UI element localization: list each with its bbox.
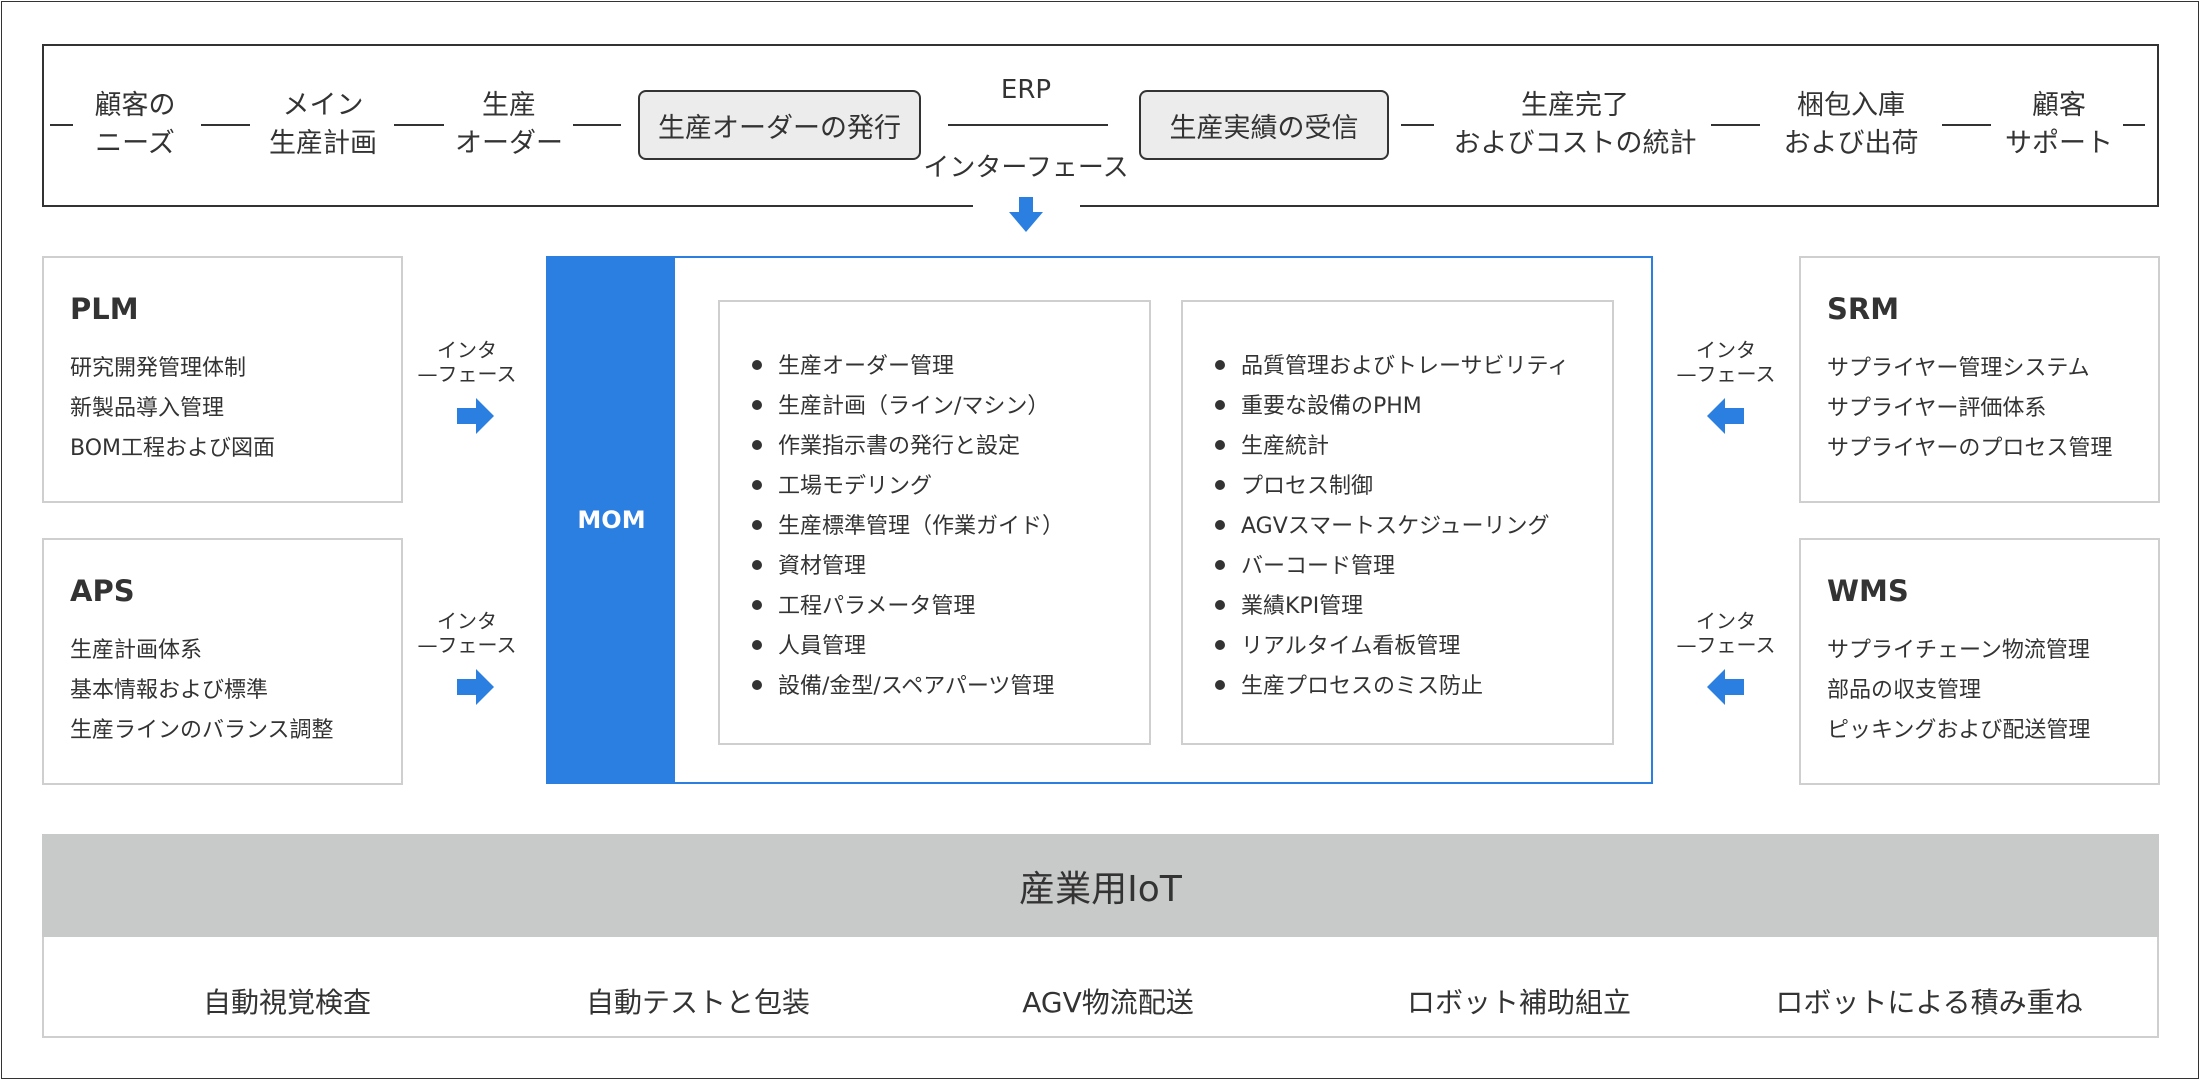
aps-item: 生産ラインのバランス調整 — [70, 718, 334, 743]
erp-box — [42, 44, 2159, 207]
flow-step-production-order: 生産 オーダー — [455, 90, 563, 159]
iot-item: 自動テストと包装 — [585, 986, 811, 1019]
mom-list-item: リアルタイム看板管理 — [1215, 628, 1460, 660]
plm-item: BOM工程および図面 — [70, 436, 276, 461]
plm-item: 研究開発管理体制 — [70, 356, 247, 381]
aps-box: APS 生産計画体系 基本情報および標準 生産ラインのバランス調整 — [42, 538, 403, 785]
srm-item: サプライヤー評価体系 — [1827, 396, 2047, 421]
interface-label-srm: インタ —フェース — [1676, 338, 1776, 386]
mom-list-item: バーコード管理 — [1215, 548, 1395, 580]
mom-list-item: プロセス制御 — [1215, 468, 1373, 500]
mom-title: MOM — [548, 258, 675, 782]
mom-list-item: 生産プロセスのミス防止 — [1215, 668, 1483, 700]
mom-list-item: 作業指示書の発行と設定 — [752, 428, 1020, 460]
mom-list-item: 工程パラメータ管理 — [752, 588, 975, 620]
flow-step-completion-cost: 生産完了 およびコストの統計 — [1453, 90, 1697, 159]
wms-item: 部品の収支管理 — [1827, 678, 1982, 703]
mom-list-item: 業績KPI管理 — [1215, 588, 1363, 620]
issue-order-box: 生産オーダーの発行 — [638, 90, 921, 160]
interface-label-plm: インタ —フェース — [417, 338, 517, 386]
erp-label: ERP — [1000, 75, 1052, 105]
mom-list-item: 設備/金型/スペアパーツ管理 — [752, 668, 1054, 700]
srm-box: SRM サプライヤー管理システム サプライヤー評価体系 サプライヤーのプロセス管… — [1799, 256, 2160, 503]
flow-step-main-production-plan: メイン 生産計画 — [269, 90, 377, 159]
iot-item: ロボット補助組立 — [1406, 986, 1632, 1019]
mom-list-left: 生産オーダー管理 生産計画（ライン/マシン） 作業指示書の発行と設定 工場モデリ… — [718, 300, 1151, 745]
iot-title: 産業用IoT — [42, 834, 2159, 937]
wms-item: サプライチェーン物流管理 — [1827, 638, 2090, 663]
flow-step-packing-shipping: 梱包入庫 および出荷 — [1783, 90, 1919, 159]
iot-items-row — [42, 937, 2159, 1038]
interface-label-wms: インタ —フェース — [1676, 609, 1776, 657]
srm-title: SRM — [1827, 292, 1900, 326]
iot-item: AGV物流配送 — [1022, 986, 1194, 1019]
mom-list-item: 生産計画（ライン/マシン） — [752, 388, 1049, 420]
srm-item: サプライヤーのプロセス管理 — [1827, 436, 2113, 461]
mom-list-right: 品質管理およびトレーサビリティ 重要な設備のPHM 生産統計 プロセス制御 AG… — [1181, 300, 1614, 745]
interface-label: インターフェース — [923, 153, 1129, 183]
wms-title: WMS — [1827, 574, 1909, 608]
aps-item: 基本情報および標準 — [70, 678, 269, 703]
interface-label-aps: インタ —フェース — [417, 609, 517, 657]
mom-list-item: 人員管理 — [752, 628, 866, 660]
mom-box: MOM 生産オーダー管理 生産計画（ライン/マシン） 作業指示書の発行と設定 工… — [546, 256, 1653, 784]
plm-box: PLM 研究開発管理体制 新製品導入管理 BOM工程および図面 — [42, 256, 403, 503]
wms-item: ピッキングおよび配送管理 — [1827, 718, 2091, 743]
plm-title: PLM — [70, 292, 139, 326]
flow-step-customer-support: 顧客 サポート — [2005, 90, 2113, 159]
plm-item: 新製品導入管理 — [70, 396, 225, 421]
mom-list-item: 資材管理 — [752, 548, 866, 580]
srm-item: サプライヤー管理システム — [1827, 356, 2090, 381]
mom-list-item: 生産標準管理（作業ガイド） — [752, 508, 1064, 540]
receive-results-box: 生産実績の受信 — [1139, 90, 1389, 160]
mom-list-item: 重要な設備のPHM — [1215, 388, 1422, 420]
wms-box: WMS サプライチェーン物流管理 部品の収支管理 ピッキングおよび配送管理 — [1799, 538, 2160, 785]
mom-list-item: 品質管理およびトレーサビリティ — [1215, 348, 1569, 380]
iot-item: ロボットによる積み重ね — [1775, 986, 2083, 1019]
aps-item: 生産計画体系 — [70, 638, 203, 663]
mom-list-item: 生産オーダー管理 — [752, 348, 954, 380]
mom-list-item: 工場モデリング — [752, 468, 932, 500]
mom-list-item: AGVスマートスケジューリング — [1215, 508, 1550, 540]
flow-step-customer-needs: 顧客の ニーズ — [94, 90, 176, 159]
iot-item: 自動視覚検査 — [202, 986, 372, 1019]
aps-title: APS — [70, 574, 135, 608]
mom-list-item: 生産統計 — [1215, 428, 1329, 460]
